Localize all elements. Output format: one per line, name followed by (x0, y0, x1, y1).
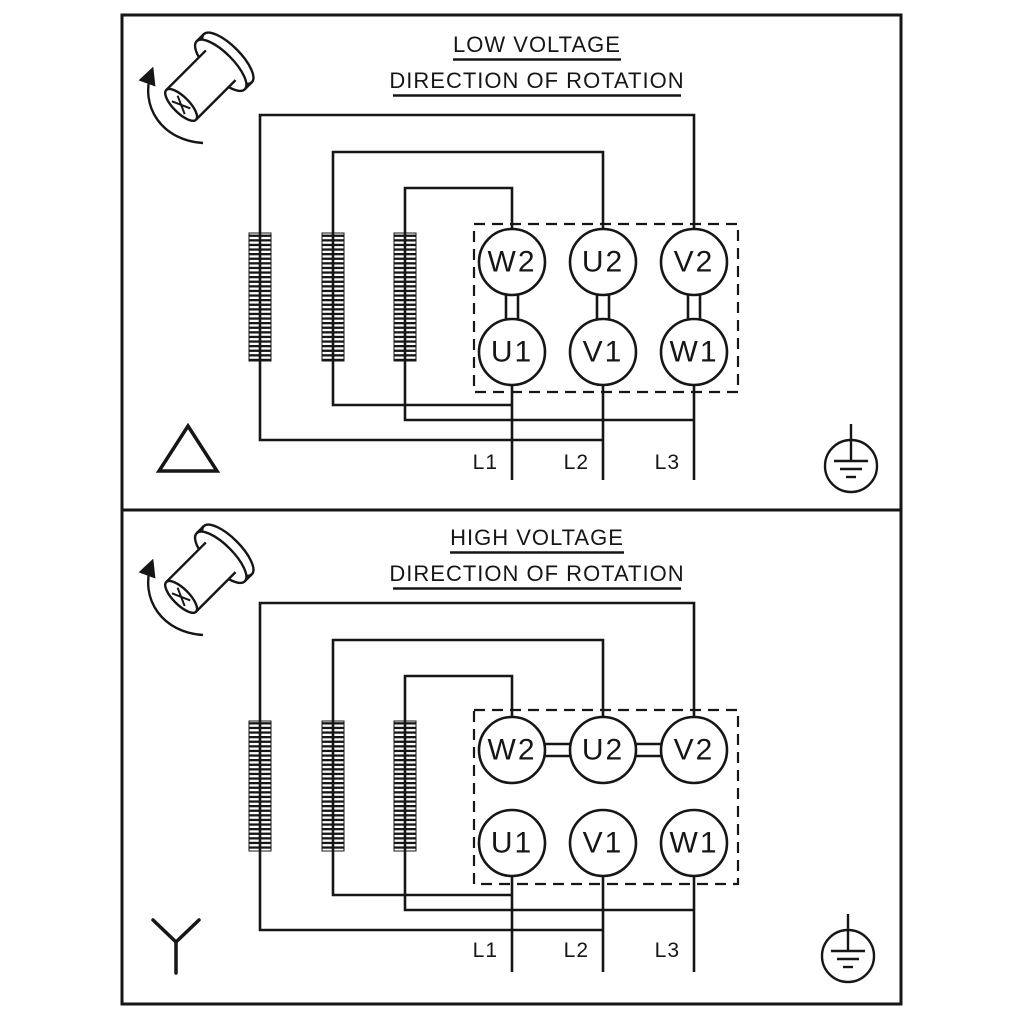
terminal-w2: W2 (477, 227, 547, 297)
winding-coil (393, 720, 417, 852)
svg-text:U2: U2 (582, 246, 624, 279)
terminal-v2: V2 (659, 715, 729, 785)
svg-text:V1: V1 (583, 827, 624, 860)
terminal-u1: U1 (477, 317, 547, 387)
svg-text:W2: W2 (488, 246, 537, 279)
panel-subtitle: DIRECTION OF ROTATION (389, 68, 684, 93)
delta-links (504, 295, 702, 319)
wire-v-winding (258, 601, 696, 932)
supply-label-l2: L2 (564, 939, 589, 962)
delta-connection-icon (155, 422, 221, 473)
wire-v-winding (258, 113, 696, 442)
terminal-box (472, 708, 740, 886)
protective-earth-icon (820, 912, 876, 984)
winding-coil (321, 720, 345, 852)
panel-low-voltage: LOW VOLTAGE DIRECTION OF ROTATION (148, 25, 879, 494)
protective-earth-icon (823, 422, 879, 494)
svg-text:U1: U1 (491, 336, 533, 369)
supply-label-l3: L3 (655, 939, 680, 962)
terminal-u2: U2 (568, 227, 638, 297)
winding-coil (248, 232, 272, 362)
star-links (545, 742, 661, 758)
svg-text:V2: V2 (674, 246, 715, 279)
svg-text:U1: U1 (491, 827, 533, 860)
winding-coil (321, 232, 345, 362)
winding-coil (393, 232, 417, 362)
rotation-direction-icon (148, 25, 261, 143)
supply-label-l2: L2 (564, 451, 589, 474)
svg-text:V1: V1 (583, 336, 624, 369)
wire-w-winding (403, 186, 694, 422)
rotation-direction-icon (148, 517, 261, 635)
terminal-w1: W1 (659, 317, 729, 387)
wire-u-winding (331, 150, 605, 407)
wire-w-winding (403, 674, 694, 912)
panel-title: LOW VOLTAGE (453, 32, 621, 57)
terminal-w1: W1 (659, 808, 729, 878)
svg-text:W1: W1 (670, 336, 719, 369)
terminal-v1: V1 (568, 317, 638, 387)
supply-label-l1: L1 (473, 939, 498, 962)
terminal-v2: V2 (659, 227, 729, 297)
panel-subtitle: DIRECTION OF ROTATION (389, 561, 684, 586)
svg-text:W1: W1 (670, 827, 719, 860)
terminal-w2: W2 (477, 715, 547, 785)
svg-text:U2: U2 (582, 734, 624, 767)
panel-high-voltage: HIGH VOLTAGE DIRECTION OF ROTATION W2 (148, 517, 876, 984)
panel-title: HIGH VOLTAGE (450, 525, 624, 550)
winding-coil (248, 720, 272, 852)
wire-u-winding (331, 638, 605, 897)
star-connection-icon (151, 918, 201, 975)
terminal-box (472, 222, 740, 394)
supply-label-l3: L3 (655, 451, 680, 474)
terminal-v1: V1 (568, 808, 638, 878)
terminal-u2: U2 (568, 715, 638, 785)
svg-text:V2: V2 (674, 734, 715, 767)
svg-text:W2: W2 (488, 734, 537, 767)
terminal-u1: U1 (477, 808, 547, 878)
supply-label-l1: L1 (473, 451, 498, 474)
